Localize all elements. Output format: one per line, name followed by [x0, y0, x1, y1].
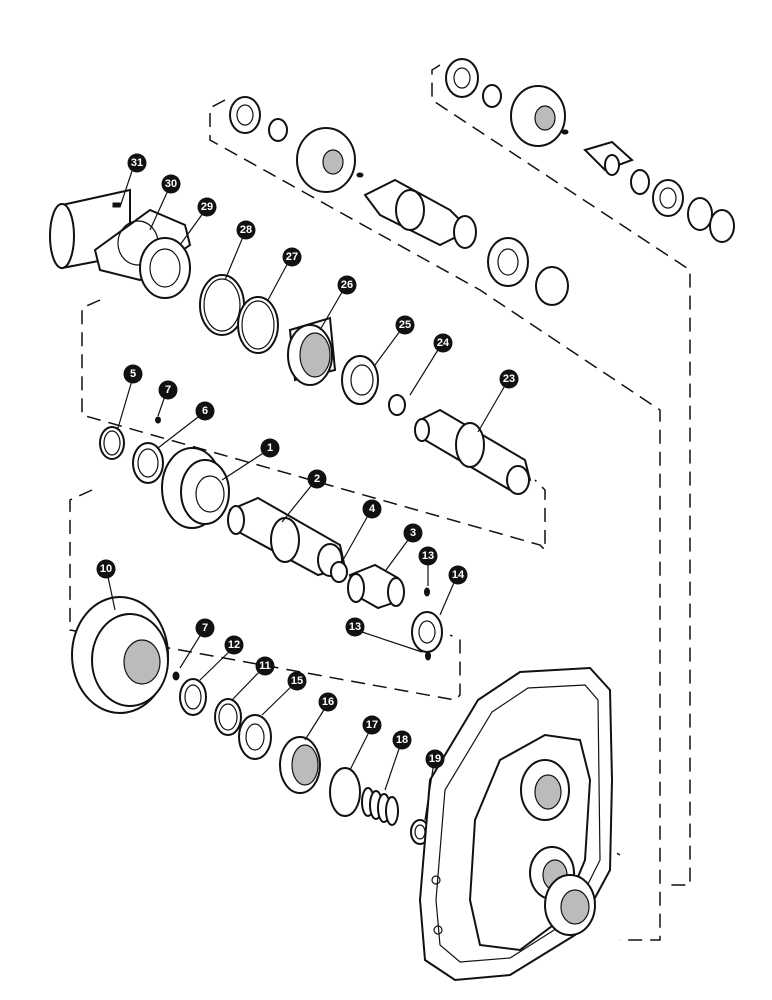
- callout-27-label: 27: [286, 251, 298, 263]
- bearing-15: [238, 714, 272, 760]
- gear-10: [71, 596, 169, 714]
- callout-7-lower: 7: [195, 618, 215, 638]
- callout-31-label: 31: [131, 157, 143, 169]
- ring-11: [214, 698, 242, 736]
- callout-14-label: 14: [452, 569, 465, 581]
- callout-7-upper: 7: [158, 380, 178, 400]
- callout-5-label: 5: [130, 368, 136, 380]
- sleeve-shaft-2: [227, 496, 347, 577]
- callout-17: 17: [362, 715, 382, 735]
- snap-ring-5: [99, 426, 125, 460]
- callout-16: 16: [318, 692, 338, 712]
- cup-16: [279, 736, 321, 794]
- o-ring-4: [330, 561, 348, 583]
- upper-right-subassembly: [445, 58, 735, 243]
- ring-28: [199, 274, 245, 336]
- callout-23-label: 23: [503, 373, 515, 385]
- callout-7-lower-label: 7: [202, 622, 208, 634]
- callout-11-label: 11: [259, 660, 271, 672]
- callout-29-label: 29: [201, 201, 213, 213]
- callout-30-label: 30: [165, 178, 177, 190]
- callout-25-label: 25: [399, 319, 411, 331]
- callout-6: 6: [195, 401, 215, 421]
- sleeve-and-cover: [49, 188, 192, 282]
- callout-12: 12: [224, 635, 244, 655]
- callout-19: 19: [425, 749, 445, 769]
- callout-30: 30: [161, 174, 181, 194]
- callout-29: 29: [197, 197, 217, 217]
- callout-2-label: 2: [314, 473, 320, 485]
- bearing-25: [341, 355, 379, 405]
- middle-group-boundary: [81, 299, 546, 552]
- callout-13-lower-label: 13: [349, 621, 361, 633]
- callout-10: 10: [96, 559, 116, 579]
- upper-middle-subassembly: [229, 96, 569, 306]
- callout-1: 1: [260, 438, 280, 458]
- callout-15-label: 15: [291, 675, 303, 687]
- callout-3-label: 3: [410, 527, 416, 539]
- shaft-23: [414, 408, 532, 495]
- callout-4: 4: [362, 499, 382, 519]
- gear-1: [161, 447, 230, 529]
- callout-13-upper-label: 13: [422, 550, 434, 562]
- spring-18: [361, 787, 399, 826]
- callout-4-label: 4: [369, 503, 376, 515]
- callout-26-label: 26: [341, 279, 353, 291]
- callout-17-label: 17: [366, 719, 378, 731]
- callout-19-label: 19: [429, 753, 441, 765]
- callout-5: 5: [123, 364, 143, 384]
- callout-24-label: 24: [437, 337, 450, 349]
- callout-26: 26: [337, 275, 357, 295]
- callout-28-label: 28: [240, 224, 252, 236]
- cup-26: [287, 316, 337, 386]
- callout-25: 25: [395, 315, 415, 335]
- callout-2: 2: [307, 469, 327, 489]
- callout-11: 11: [255, 656, 275, 676]
- ring-27: [237, 296, 279, 354]
- callout-3: 3: [403, 523, 423, 543]
- bearing-14: [411, 611, 443, 653]
- ring-6: [132, 442, 164, 484]
- callout-31: 31: [127, 153, 147, 173]
- ring-12: [179, 678, 207, 716]
- upper-middle-group-boundary: [209, 99, 661, 941]
- pin-13-lower: [425, 651, 431, 661]
- lower-group-boundary: [69, 489, 461, 701]
- callout-28: 28: [236, 220, 256, 240]
- pin-13-upper: [424, 587, 430, 597]
- callout-16-label: 16: [322, 696, 334, 708]
- callout-13-upper: 13: [418, 546, 438, 566]
- snap-ring-17: [329, 767, 361, 817]
- snap-ring-24: [388, 394, 406, 416]
- seal-29: [139, 237, 191, 299]
- pin-7-middle: [155, 416, 161, 424]
- callout-7-upper-label: 7: [165, 384, 171, 396]
- callout-6-label: 6: [202, 405, 208, 417]
- leader-lines: [106, 170, 508, 821]
- callout-23: 23: [499, 369, 519, 389]
- upper-right-group-boundary: [431, 64, 691, 886]
- callout-15: 15: [287, 671, 307, 691]
- callout-10-label: 10: [100, 563, 112, 575]
- gearbox-housing: [418, 666, 614, 982]
- bushing-3: [347, 563, 405, 610]
- pin-7-lower: [172, 671, 180, 681]
- callout-14: 14: [448, 565, 468, 585]
- callout-18-label: 18: [396, 734, 408, 746]
- callout-24: 24: [433, 333, 453, 353]
- callout-18: 18: [392, 730, 412, 750]
- callout-12-label: 12: [228, 639, 240, 651]
- callout-27: 27: [282, 247, 302, 267]
- callout-13-lower: 13: [345, 617, 365, 637]
- callout-1-label: 1: [267, 442, 273, 454]
